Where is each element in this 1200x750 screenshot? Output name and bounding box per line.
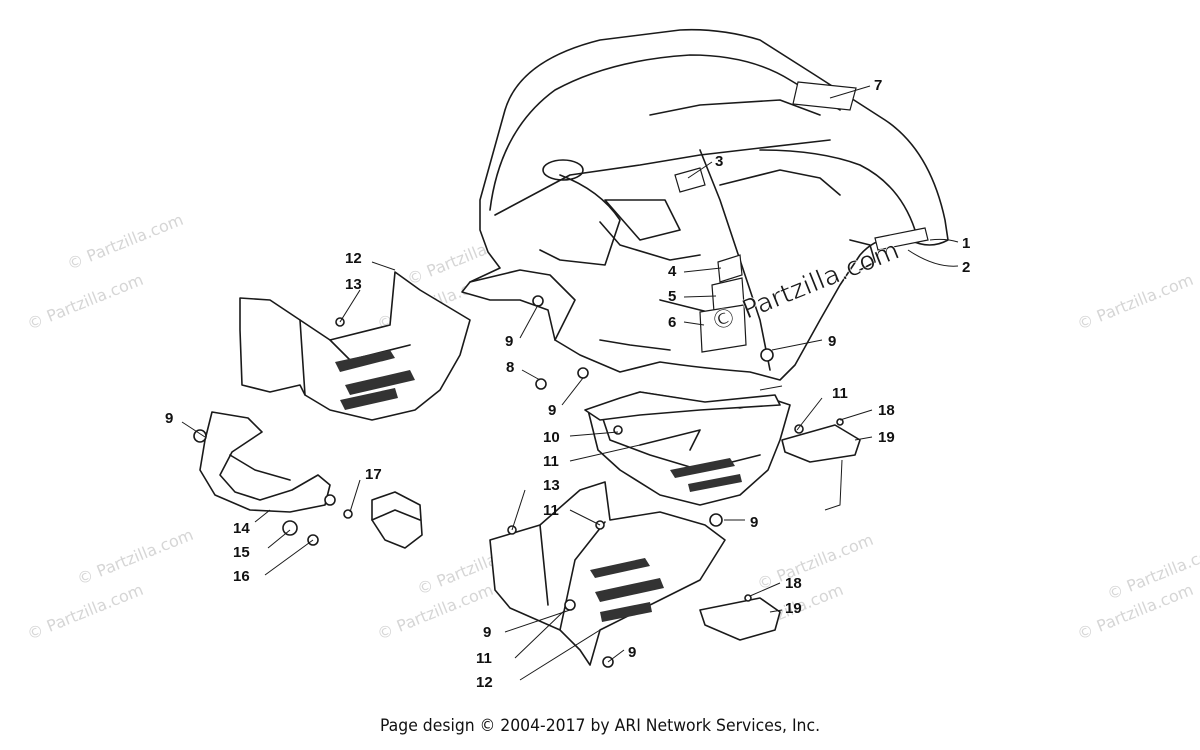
callout-5: 5 — [668, 288, 676, 305]
tread-hatch — [340, 388, 398, 410]
watermark: © Partzilla.com — [754, 530, 876, 594]
tread-hatch — [688, 474, 742, 492]
decal-4 — [717, 254, 743, 283]
decal-6 — [699, 304, 747, 353]
callout-1: 1 — [962, 235, 970, 252]
callout-9: 9 — [505, 333, 513, 350]
callout-8: 8 — [506, 359, 514, 376]
callout-17: 17 — [365, 466, 382, 483]
callout-18: 18 — [785, 575, 802, 592]
callout-10: 10 — [543, 429, 560, 446]
tread-hatch — [600, 602, 652, 622]
callout-18: 18 — [878, 402, 895, 419]
callout-19: 19 — [785, 600, 802, 617]
callout-4: 4 — [668, 263, 677, 280]
callout-12: 12 — [476, 674, 493, 691]
lower-footwell — [489, 481, 726, 666]
watermark: © Partzilla.com — [64, 210, 186, 274]
watermark: © Partzilla.com — [24, 270, 146, 334]
right-footwell — [587, 391, 791, 506]
side-flap — [584, 391, 781, 421]
tread-hatch — [595, 578, 664, 602]
decal-3 — [674, 167, 706, 193]
callout-16: 16 — [233, 568, 250, 585]
callout-6: 6 — [668, 314, 676, 331]
callout-labels: 1 2 3 4 5 6 7 8 9 9 9 9 9 9 9 10 11 11 1… — [165, 77, 970, 691]
tread-hatch — [590, 558, 650, 578]
watermark: © Partzilla.com — [24, 580, 146, 644]
rear-fender-body — [461, 28, 949, 381]
callout-9: 9 — [483, 624, 491, 641]
callout-9: 9 — [828, 333, 836, 350]
callout-11: 11 — [543, 502, 559, 519]
callout-12: 12 — [345, 250, 362, 267]
callout-11: 11 — [476, 650, 492, 667]
callout-2: 2 — [962, 259, 970, 276]
callout-11: 11 — [832, 385, 848, 402]
left-rear-footwell — [239, 271, 471, 421]
callout-15: 15 — [233, 544, 250, 561]
footpeg-upper — [781, 418, 861, 463]
tread-hatch — [670, 458, 735, 478]
callout-9: 9 — [750, 514, 758, 531]
callout-13: 13 — [345, 276, 362, 293]
callout-14: 14 — [233, 520, 250, 537]
callout-3: 3 — [715, 153, 723, 170]
watermark: © Partzilla.com — [74, 525, 196, 589]
tread-hatch — [345, 370, 415, 395]
left-rear-mudguard — [193, 411, 336, 546]
decal-7 — [792, 81, 857, 111]
watermark: © Partzilla.com — [1074, 270, 1196, 334]
callout-9: 9 — [628, 644, 636, 661]
callout-7: 7 — [874, 77, 882, 94]
callout-13: 13 — [543, 477, 560, 494]
callout-19: 19 — [878, 429, 895, 446]
decal-group — [674, 81, 929, 353]
copyright-footer: Page design © 2004-2017 by ARI Network S… — [379, 716, 821, 736]
bracket-17 — [343, 491, 423, 549]
callout-9: 9 — [165, 410, 173, 427]
tread-hatch — [335, 350, 395, 372]
callout-11: 11 — [543, 453, 559, 470]
leader-lines — [181, 85, 959, 681]
callout-9: 9 — [548, 402, 556, 419]
decal-2 — [874, 227, 929, 251]
footpeg-lower — [699, 594, 781, 641]
